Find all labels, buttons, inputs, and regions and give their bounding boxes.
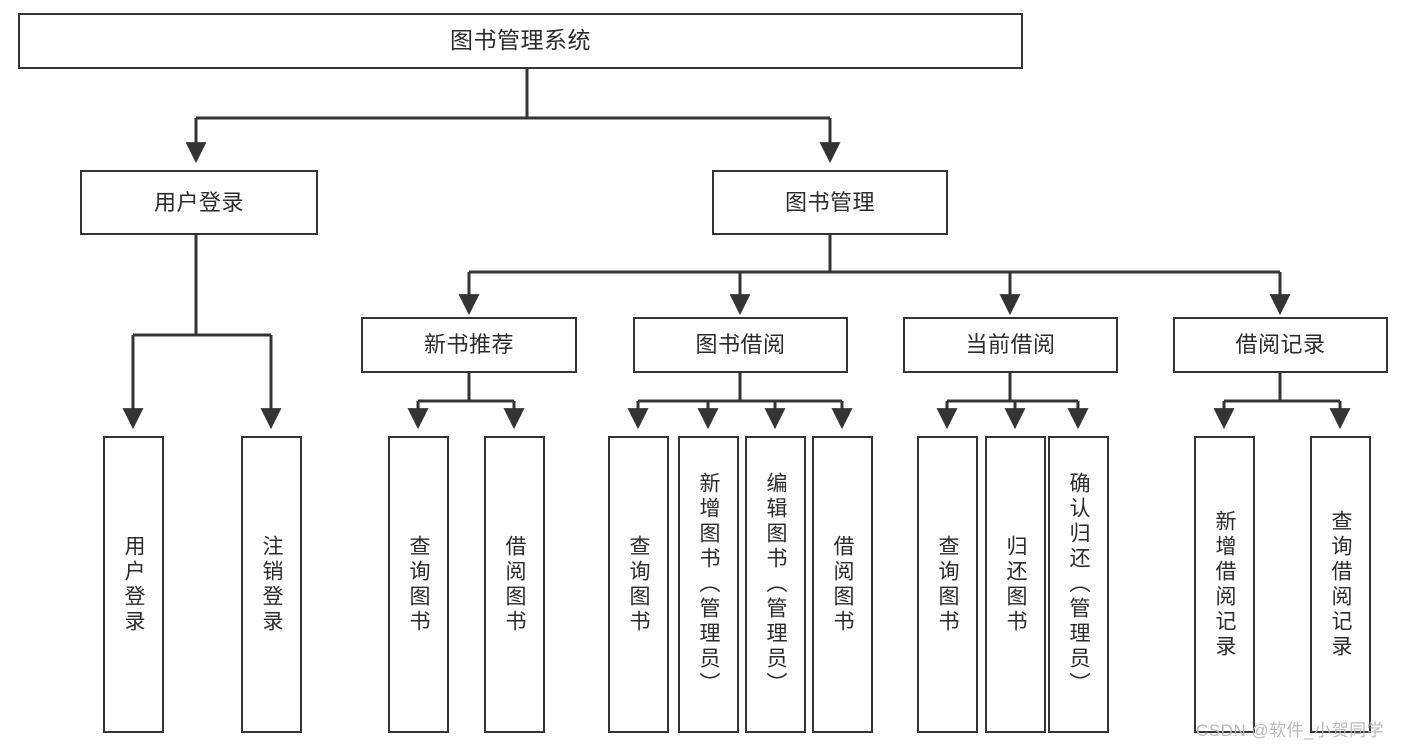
node-current-borrow[interactable]: 当前借阅 [903,317,1118,373]
leaf-borrow-record-add[interactable]: 新增借阅记录 [1194,436,1255,733]
node-root-system[interactable]: 图书管理系统 [18,13,1023,69]
node-label: 查询图书 [936,534,959,635]
node-label: 注销登录 [260,534,283,635]
leaf-book-borrow-query[interactable]: 查询图书 [608,436,669,733]
node-label: 借阅图书 [503,534,526,635]
node-label: 当前借阅 [965,332,1056,358]
node-label: 借阅图书 [831,534,854,635]
node-label: 新增图书（管理员） [697,472,720,697]
leaf-new-book-borrow[interactable]: 借阅图书 [484,436,545,733]
node-book-borrow[interactable]: 图书借阅 [633,317,848,373]
leaf-book-borrow-edit[interactable]: 编辑图书（管理员） [745,436,806,733]
node-label: 图书管理系统 [450,27,591,54]
leaf-new-book-query[interactable]: 查询图书 [388,436,449,733]
leaf-book-borrow-add[interactable]: 新增图书（管理员） [678,436,739,733]
node-new-book-recommend[interactable]: 新书推荐 [361,317,577,373]
node-label: 借阅记录 [1235,332,1326,358]
node-label: 图书借阅 [695,332,786,358]
node-label: 用户登录 [122,534,145,635]
node-label: 编辑图书（管理员） [764,472,787,697]
leaf-current-borrow-confirm-return[interactable]: 确认归还（管理员） [1048,436,1109,733]
node-label: 用户登录 [153,189,244,215]
leaf-current-borrow-return[interactable]: 归还图书 [985,436,1046,733]
leaf-current-borrow-query[interactable]: 查询图书 [917,436,978,733]
node-label: 查询借阅记录 [1329,509,1352,660]
node-label: 查询图书 [407,534,430,635]
node-label: 新增借阅记录 [1213,509,1236,660]
leaf-user-login-signout[interactable]: 注销登录 [241,436,302,733]
csdn-watermark: CSDN @软件_小贺同学 [1196,721,1385,740]
leaf-user-login-signin[interactable]: 用户登录 [103,436,164,733]
node-label: 新书推荐 [423,332,514,358]
node-label: 确认归还（管理员） [1067,472,1090,697]
node-label: 查询图书 [627,534,650,635]
leaf-book-borrow-lend[interactable]: 借阅图书 [812,436,873,733]
node-label: 图书管理 [784,189,875,215]
leaf-borrow-record-query[interactable]: 查询借阅记录 [1310,436,1371,733]
node-user-login[interactable]: 用户登录 [80,170,318,235]
node-label: 归还图书 [1004,534,1027,635]
node-book-management[interactable]: 图书管理 [712,170,948,235]
node-borrow-records[interactable]: 借阅记录 [1173,317,1388,373]
